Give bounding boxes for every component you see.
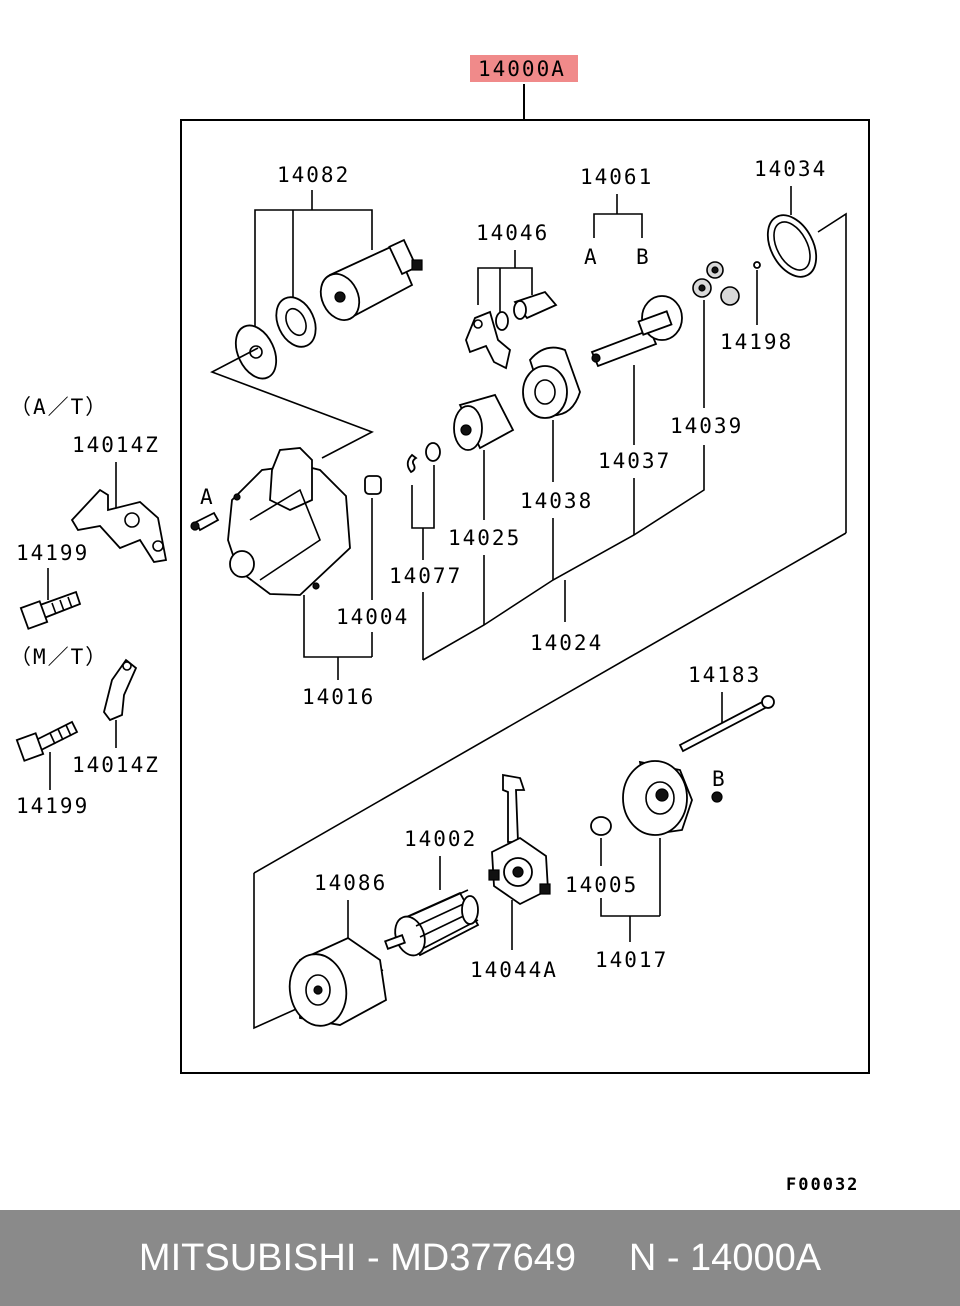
footer-bar: MITSUBISHI - MD377649 N - 14000A xyxy=(0,1210,960,1306)
part-label-14082[interactable]: 14082 xyxy=(277,163,350,187)
bushing-14004 xyxy=(364,475,382,495)
through-bolt-14183 xyxy=(678,695,775,753)
part-label-14183[interactable]: 14183 xyxy=(688,663,761,687)
part-label-14198[interactable]: 14198 xyxy=(720,330,793,354)
lever-ring xyxy=(495,311,509,331)
assembly-label[interactable]: 14000A xyxy=(478,57,566,81)
overrunning-clutch-14025 xyxy=(453,393,515,451)
part-label-14002[interactable]: 14002 xyxy=(404,827,477,851)
drawing-code: F00032 xyxy=(786,1175,859,1195)
plunger-plate xyxy=(234,324,278,380)
lever-holder xyxy=(513,290,558,320)
part-label-14038[interactable]: 14038 xyxy=(520,489,593,513)
screw-b-mark: B xyxy=(712,767,727,791)
snap-ring xyxy=(406,453,418,474)
part-label-14016[interactable]: 14016 xyxy=(302,685,375,709)
bolt-14199-mt xyxy=(15,720,79,762)
bracket-14014z-at xyxy=(70,488,168,563)
part-14061-a-mark: A xyxy=(584,245,599,269)
part-label-14037[interactable]: 14037 xyxy=(598,449,671,473)
part-label-14061[interactable]: 14061 xyxy=(580,165,653,189)
armature-14002 xyxy=(384,889,480,957)
variant-label-mt: （M／T） xyxy=(10,645,108,669)
drive-lever xyxy=(465,310,511,370)
part-label-14017[interactable]: 14017 xyxy=(595,948,668,972)
part-label-14034[interactable]: 14034 xyxy=(754,157,827,181)
part-label-14086[interactable]: 14086 xyxy=(314,871,387,895)
pinion-shaft-14037 xyxy=(590,295,683,368)
part-label-14199-mt[interactable]: 14199 xyxy=(16,794,89,818)
rear-bracket-14017 xyxy=(622,760,693,836)
bolt-14199-at xyxy=(19,590,82,630)
o-ring-14034 xyxy=(766,214,818,278)
solenoid-switch xyxy=(319,238,423,321)
gear-housing-14038 xyxy=(522,346,581,419)
footer-text: MITSUBISHI - MD377649 N - 14000A xyxy=(138,1236,822,1279)
bushing-14005 xyxy=(590,816,612,836)
part-label-14046[interactable]: 14046 xyxy=(476,221,549,245)
stop-ring xyxy=(425,442,441,462)
solenoid-gasket xyxy=(275,296,317,348)
variant-label-at: （A／T） xyxy=(10,395,108,419)
part-14061-b-mark: B xyxy=(636,245,651,269)
part-label-14044a[interactable]: 14044A xyxy=(470,958,558,982)
part-label-14077[interactable]: 14077 xyxy=(389,564,462,588)
assembly-frame xyxy=(180,119,870,1074)
part-label-14014z-mt[interactable]: 14014Z xyxy=(72,753,160,777)
part-label-14024[interactable]: 14024 xyxy=(530,631,603,655)
front-bracket-14016 xyxy=(227,447,351,596)
bolt-a xyxy=(190,511,220,532)
brush-holder-14044a xyxy=(488,773,551,906)
yoke-14086 xyxy=(288,936,387,1027)
screw-b xyxy=(711,791,723,803)
bracket-14014z-mt xyxy=(103,658,138,722)
part-label-14004[interactable]: 14004 xyxy=(336,605,409,629)
part-label-14025[interactable]: 14025 xyxy=(448,526,521,550)
assembly-label-highlight xyxy=(470,55,578,82)
part-label-14014z-at[interactable]: 14014Z xyxy=(72,433,160,457)
part-label-14039[interactable]: 14039 xyxy=(670,414,743,438)
part-label-14005[interactable]: 14005 xyxy=(565,873,638,897)
starter-parts-diagram: 14000A 14082 14046 14061 A B 1 xyxy=(10,55,870,1195)
bolt-a-mark: A xyxy=(200,485,215,509)
washer-set-14039 xyxy=(692,261,740,306)
part-label-14199-at[interactable]: 14199 xyxy=(16,541,89,565)
